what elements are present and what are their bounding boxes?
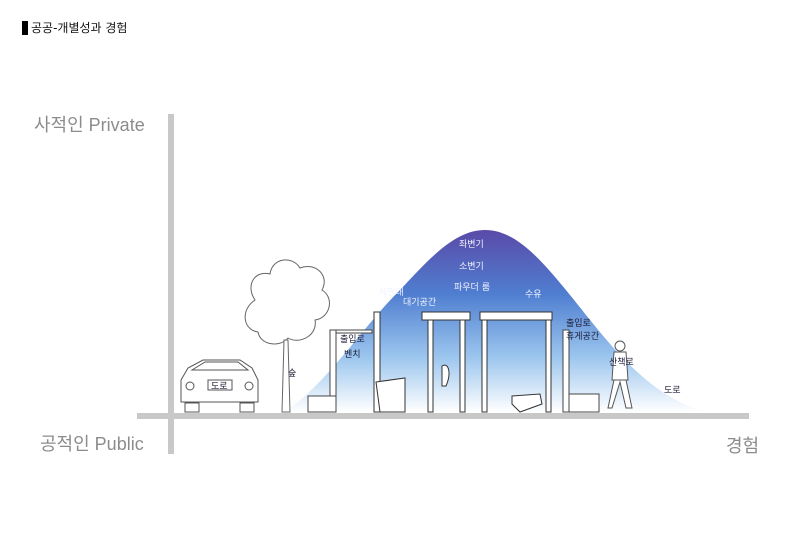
toilet-label: 좌변기: [459, 239, 484, 250]
rest-space-label: 휴게공간: [566, 331, 599, 342]
entrance-right-structure: [562, 329, 600, 413]
car-illustration: [180, 359, 259, 413]
walkway-label: 산책로: [609, 356, 634, 368]
x-axis: [137, 413, 749, 419]
x-axis-label: 경험: [726, 436, 760, 456]
experience-curve: [285, 230, 705, 412]
diagram-title: 공공-개별성과 경험: [22, 19, 127, 36]
road-left-label: 도로: [211, 382, 228, 392]
waiting-space-label: 대기공간: [403, 297, 436, 308]
entrance-right-label: 출입로: [566, 317, 591, 329]
person-illustration: [607, 340, 633, 409]
y-axis-bottom-label: 공적인 Public: [40, 434, 144, 454]
road-right-label: 도로: [664, 386, 681, 396]
powder-room-label: 파우더 룸: [454, 282, 490, 293]
washbasin-label: 세면대: [379, 287, 404, 298]
title-text: 공공-개별성과 경험: [31, 21, 128, 35]
tree-illustration: [244, 259, 330, 413]
bench-label: 벤치: [344, 348, 361, 360]
forest-label: 숲: [288, 368, 296, 379]
y-axis: [168, 114, 174, 454]
y-axis-top-label: 사적인 Private: [34, 115, 145, 135]
entrance-left-label: 출입로: [340, 333, 365, 345]
entrance-left-structure: [307, 329, 373, 413]
restroom-structure: [373, 311, 553, 413]
urinal-label: 소변기: [459, 261, 484, 272]
nursing-label: 수유: [525, 289, 542, 300]
title-marker: [22, 20, 28, 35]
